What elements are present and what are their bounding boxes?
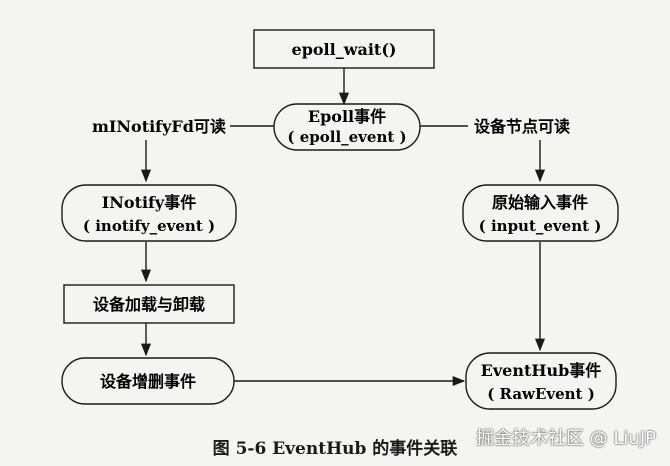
right-edge-label: 设备节点可读 xyxy=(474,117,570,136)
node-raw-input-title: 原始输入事件 xyxy=(492,193,588,212)
figure-caption: 图 5-6 EventHub 的事件关联 xyxy=(212,439,458,459)
node-raw-input-event: 原始输入事件 ( input_event ) xyxy=(462,184,619,242)
edges xyxy=(140,68,546,387)
node-eventhub-event: EventHub事件 ( RawEvent ) xyxy=(465,352,617,410)
node-device-change-label: 设备增删事件 xyxy=(100,372,196,391)
node-inotify-title: INotify事件 xyxy=(102,193,196,212)
watermark: 掘金技术社区 @ LiuJP xyxy=(475,428,656,449)
node-inotify-event: INotify事件 ( inotify_event ) xyxy=(61,184,237,242)
node-inotify-sub: ( inotify_event ) xyxy=(83,217,215,235)
node-device-change: 设备增删事件 xyxy=(61,357,235,405)
node-raw-input-sub: ( input_event ) xyxy=(479,217,602,235)
node-epoll-event: Epoll事件 ( epoll_event ) xyxy=(273,103,421,151)
node-epoll-wait: epoll_wait() xyxy=(253,29,435,69)
left-edge-label: mINotifyFd可读 xyxy=(92,117,226,136)
node-epoll-wait-label: epoll_wait() xyxy=(292,40,397,59)
node-eventhub-title: EventHub事件 xyxy=(481,361,602,380)
node-device-load: 设备加载与卸载 xyxy=(63,284,235,324)
node-epoll-event-title: Epoll事件 xyxy=(308,107,386,126)
node-device-load-label: 设备加载与卸载 xyxy=(93,295,205,314)
node-epoll-event-sub: ( epoll_event ) xyxy=(287,128,406,146)
node-eventhub-sub: ( RawEvent ) xyxy=(487,385,595,403)
